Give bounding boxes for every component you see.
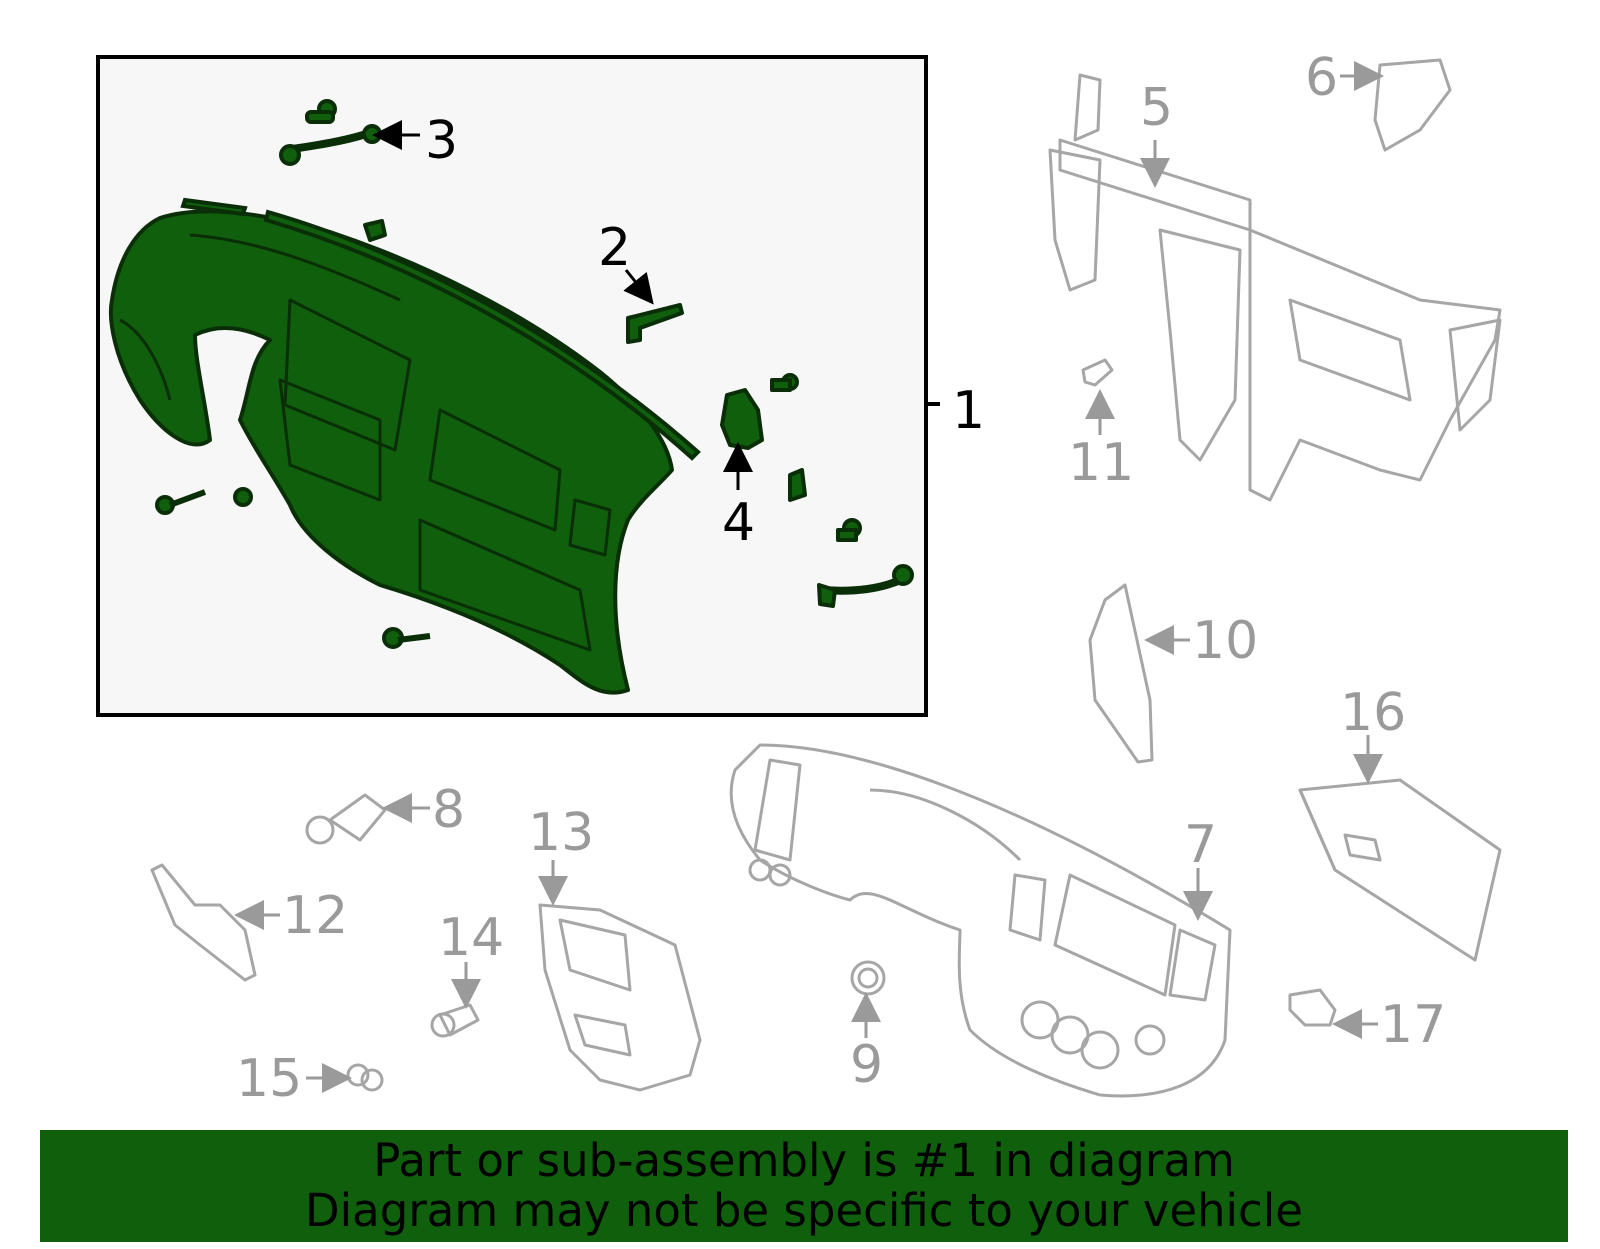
glove-box-part-16 xyxy=(1298,778,1502,962)
callout-7: 7 xyxy=(1184,815,1217,875)
callout-2-leader xyxy=(623,269,654,305)
callout-9: 9 xyxy=(850,1035,883,1095)
bracket-part-6 xyxy=(1373,58,1452,152)
clip-part-11 xyxy=(1081,358,1114,387)
trim-panel-part-10 xyxy=(1088,583,1154,764)
banner-line-1: Part or sub-assembly is #1 in diagram xyxy=(373,1134,1235,1187)
callout-12: 12 xyxy=(282,886,348,946)
callout-15: 15 xyxy=(236,1049,302,1109)
fastener-hardware xyxy=(155,99,914,649)
cross-car-beam xyxy=(1048,73,1502,502)
info-banner: Part or sub-assembly is #1 in diagram Di… xyxy=(40,1130,1568,1242)
banner-line-2: Diagram may not be specific to your vehi… xyxy=(305,1184,1303,1237)
callout-11: 11 xyxy=(1068,433,1134,493)
socket-part-14 xyxy=(430,1003,480,1038)
callout-13: 13 xyxy=(528,803,594,863)
callout-8: 8 xyxy=(432,780,465,840)
callout-14: 14 xyxy=(438,908,504,968)
callout-10: 10 xyxy=(1192,611,1258,671)
lighter-part-8 xyxy=(305,793,387,845)
defroster-strip xyxy=(180,197,701,461)
dash-bezel-part-7 xyxy=(729,743,1232,1098)
switch-part-9 xyxy=(850,960,886,996)
callout-5: 5 xyxy=(1140,78,1173,138)
trim-part-12 xyxy=(150,863,257,982)
callout-2: 2 xyxy=(598,218,631,278)
console-bezel-part-13 xyxy=(538,903,702,1092)
callout-3: 3 xyxy=(425,111,458,171)
callout-17: 17 xyxy=(1380,995,1446,1055)
callout-6: 6 xyxy=(1305,48,1338,108)
callout-16: 16 xyxy=(1340,683,1406,743)
lock-part-17 xyxy=(1288,988,1337,1027)
clip-part-15 xyxy=(346,1063,384,1092)
callout-4: 4 xyxy=(722,493,755,553)
callout-1: 1 xyxy=(952,381,985,441)
